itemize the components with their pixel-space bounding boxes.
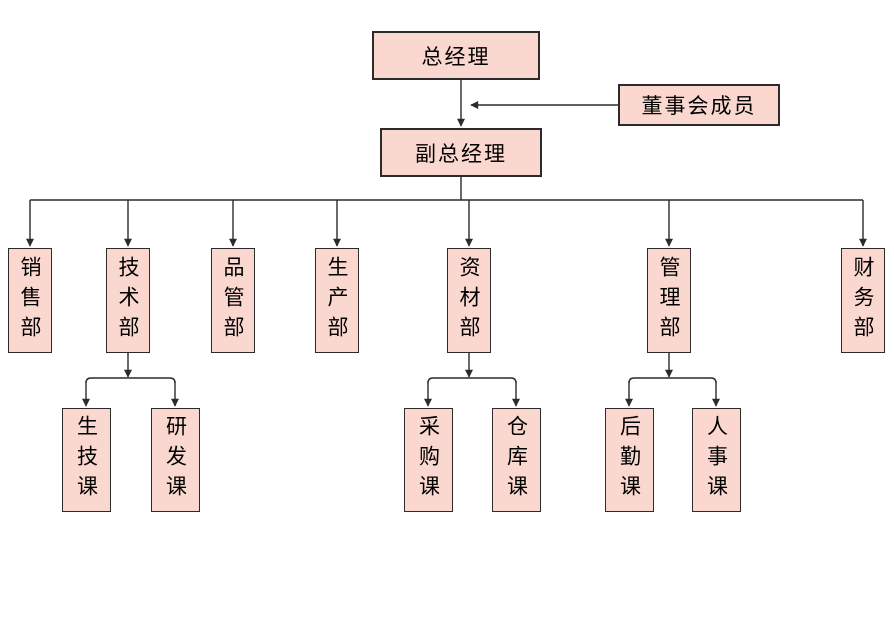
node-sec-production-tech: 生技课 [62, 408, 111, 512]
node-deputy-general-manager: 副总经理 [380, 128, 542, 177]
node-dept-materials: 资材部 [447, 248, 491, 353]
node-general-manager: 总经理 [372, 31, 540, 80]
connector-materials-bar [427, 377, 517, 384]
node-sec-warehouse: 仓库课 [492, 408, 541, 512]
node-dept-technology: 技术部 [106, 248, 150, 353]
node-sec-rnd: 研发课 [151, 408, 200, 512]
node-sec-personnel: 人事课 [692, 408, 741, 512]
node-sec-purchasing: 采购课 [404, 408, 453, 512]
node-sec-logistics: 后勤课 [605, 408, 654, 512]
connector-management-bar [628, 377, 717, 384]
node-dept-management: 管理部 [647, 248, 691, 353]
node-dept-finance: 财务部 [841, 248, 885, 353]
node-board-members: 董事会成员 [618, 84, 780, 126]
connector-tech-bar [85, 377, 176, 384]
node-dept-quality: 品管部 [211, 248, 255, 353]
node-dept-production: 生产部 [315, 248, 359, 353]
node-dept-sales: 销售部 [8, 248, 52, 353]
